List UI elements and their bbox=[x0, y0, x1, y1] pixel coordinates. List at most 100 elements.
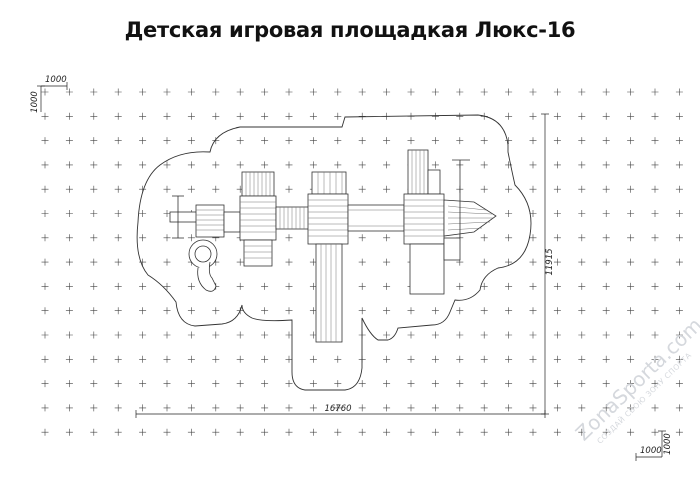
grid-cross bbox=[578, 234, 586, 242]
grid-cross bbox=[187, 282, 195, 290]
grid-cross bbox=[553, 380, 561, 388]
grid-cross bbox=[163, 210, 171, 217]
grid-cross bbox=[236, 258, 244, 266]
grid-cross bbox=[114, 185, 122, 193]
grid-cross bbox=[139, 258, 147, 266]
ship-platform bbox=[403, 193, 445, 245]
grid-cross bbox=[651, 258, 659, 266]
grid-cross bbox=[90, 404, 98, 412]
grid-cross bbox=[41, 137, 49, 145]
grid-cross bbox=[41, 234, 49, 242]
grid-cross bbox=[114, 210, 122, 217]
grid-cross bbox=[114, 380, 122, 388]
grid-cross bbox=[407, 331, 415, 339]
grid-cross bbox=[627, 380, 635, 388]
grid-cross bbox=[675, 112, 683, 120]
bridge-center bbox=[275, 206, 311, 230]
grid-cross bbox=[90, 355, 98, 363]
grid-cross bbox=[261, 428, 269, 436]
grid-cross bbox=[553, 258, 561, 266]
grid-cross bbox=[163, 234, 171, 242]
grid-cross bbox=[114, 355, 122, 363]
grid-cross bbox=[651, 234, 659, 242]
grid-cross bbox=[651, 307, 659, 315]
grid-cross bbox=[114, 137, 122, 145]
grid-cross bbox=[578, 331, 586, 339]
grid-cross bbox=[90, 258, 98, 266]
width-dimension-label: 16760 bbox=[324, 404, 351, 414]
grid-cross bbox=[212, 331, 220, 339]
grid-cross bbox=[65, 307, 73, 315]
grid-cross bbox=[261, 355, 269, 363]
grid-cross bbox=[529, 428, 537, 436]
grid-cross bbox=[529, 355, 537, 363]
grid-cross bbox=[65, 258, 73, 266]
grid-cross bbox=[602, 185, 610, 193]
grid-cross bbox=[41, 210, 49, 217]
grid-cross bbox=[114, 404, 122, 412]
grid-cross bbox=[627, 234, 635, 242]
grid-cross bbox=[285, 88, 293, 96]
page-title: Детская игровая площадкая Люкс-16 bbox=[124, 18, 576, 42]
grid-cross bbox=[285, 258, 293, 266]
grid-cross bbox=[456, 404, 464, 412]
grid-cross bbox=[651, 88, 659, 96]
grid-cross bbox=[90, 282, 98, 290]
grid-step-y-label: 1000 bbox=[30, 91, 40, 113]
grid-cross bbox=[65, 355, 73, 363]
grid-cross bbox=[309, 380, 317, 388]
grid-cross bbox=[90, 185, 98, 193]
grid-cross bbox=[505, 355, 513, 363]
grid-cross bbox=[627, 258, 635, 266]
grid-cross bbox=[383, 331, 391, 339]
grid-cross bbox=[651, 380, 659, 388]
grid-cross bbox=[675, 161, 683, 169]
grid-cross bbox=[602, 355, 610, 363]
grid-cross bbox=[163, 112, 171, 120]
playground-structure bbox=[169, 149, 497, 343]
grid-cross bbox=[309, 428, 317, 436]
grid-cross bbox=[383, 185, 391, 193]
grid-cross bbox=[578, 185, 586, 193]
grid-cross bbox=[651, 112, 659, 120]
grid-cross bbox=[480, 307, 488, 315]
grid-cross bbox=[163, 161, 171, 169]
grid-cross bbox=[139, 112, 147, 120]
grid-cross bbox=[651, 185, 659, 193]
grid-cross bbox=[65, 404, 73, 412]
grid-cross bbox=[65, 380, 73, 388]
tower-1-steps bbox=[243, 239, 273, 267]
grid-cross bbox=[407, 88, 415, 96]
grid-cross bbox=[212, 380, 220, 388]
tower-2-roof bbox=[311, 171, 347, 195]
grid-cross bbox=[334, 355, 342, 363]
grid-cross bbox=[285, 137, 293, 145]
grid-cross bbox=[187, 331, 195, 339]
grid-cross bbox=[309, 355, 317, 363]
grid-cross bbox=[285, 428, 293, 436]
grid-cross bbox=[187, 161, 195, 169]
grid-cross bbox=[431, 428, 439, 436]
grid-cross bbox=[431, 161, 439, 169]
grid-cross bbox=[139, 88, 147, 96]
grid-cross bbox=[114, 331, 122, 339]
grid-cross bbox=[358, 258, 366, 266]
grid-cross bbox=[675, 355, 683, 363]
grid-cross bbox=[505, 258, 513, 266]
grid-cross bbox=[578, 307, 586, 315]
grid-cross bbox=[602, 307, 610, 315]
grid-cross bbox=[41, 161, 49, 169]
grid-cross bbox=[578, 282, 586, 290]
grid-cross bbox=[383, 137, 391, 145]
grid-cross bbox=[139, 282, 147, 290]
grid-cross bbox=[212, 355, 220, 363]
grid-cross bbox=[236, 331, 244, 339]
grid-cross bbox=[212, 161, 220, 169]
grid-cross bbox=[90, 161, 98, 169]
grid-cross bbox=[529, 307, 537, 315]
ship-side-steps bbox=[443, 237, 461, 261]
grid-crosses bbox=[41, 88, 683, 436]
grid-cross bbox=[553, 210, 561, 217]
grid-cross bbox=[334, 428, 342, 436]
grid-cross bbox=[187, 234, 195, 242]
